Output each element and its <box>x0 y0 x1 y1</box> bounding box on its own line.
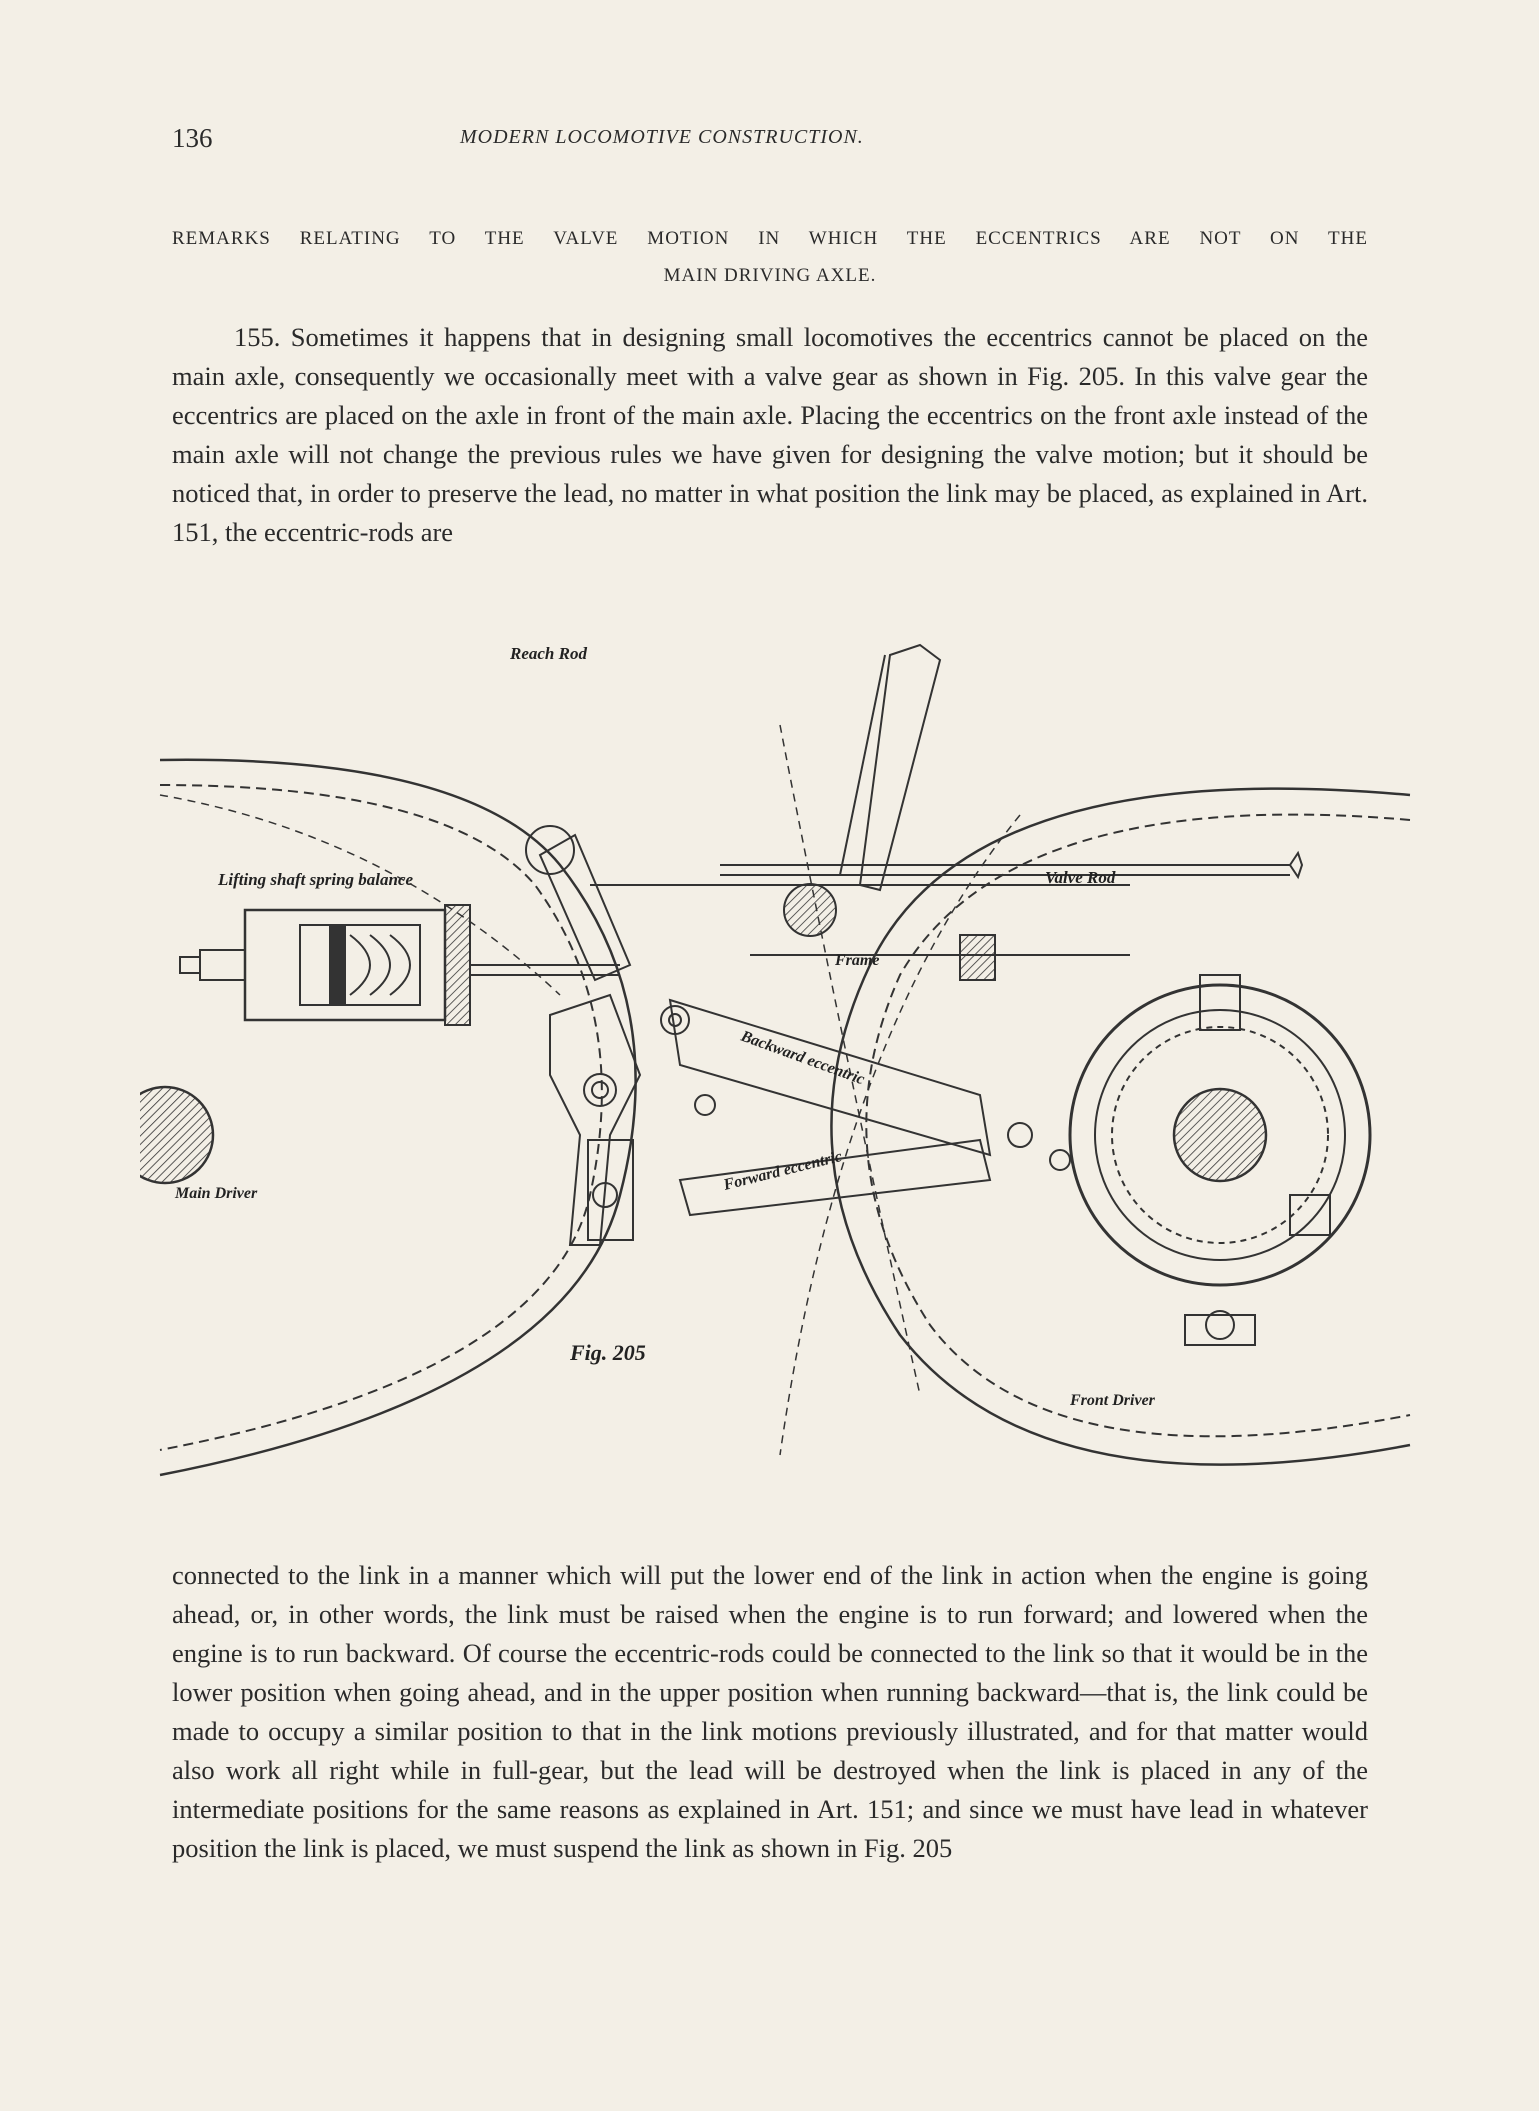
main-driver-axle <box>140 1085 215 1185</box>
label-front-driver: Front Driver <box>1069 1392 1156 1409</box>
label-lifting-shaft: Lifting shaft spring balance <box>217 870 414 889</box>
section-heading-continued: MAIN DRIVING AXLE. <box>663 265 877 286</box>
body-paragraph-continued: connected to the link in a manner which … <box>172 1560 1368 1863</box>
running-title: MODERN LOCOMOTIVE CONSTRUCTION. <box>460 126 864 148</box>
label-reach-rod: Reach Rod <box>509 644 587 663</box>
figure-valve-gear: Reach Rod Lifting shaft spring balance V… <box>140 635 1430 1525</box>
label-frame: Frame <box>834 952 879 969</box>
label-valve-rod: Valve Rod <box>1045 868 1116 887</box>
front-driver-axle <box>1172 1087 1268 1183</box>
page-number: 136 <box>172 123 213 153</box>
valve-gear-drawing: Reach Rod Lifting shaft spring balance V… <box>140 643 1411 1477</box>
body-paragraph: 155. Sometimes it happens that in design… <box>172 322 1368 547</box>
section-heading: REMARKS RELATING TO THE VALVE MOTION IN … <box>172 228 1368 249</box>
label-forward-eccentric: Forward eccentric <box>721 1148 844 1194</box>
label-main-driver: Main Driver <box>174 1185 258 1202</box>
figure-caption: Fig. 205 <box>569 1340 646 1365</box>
